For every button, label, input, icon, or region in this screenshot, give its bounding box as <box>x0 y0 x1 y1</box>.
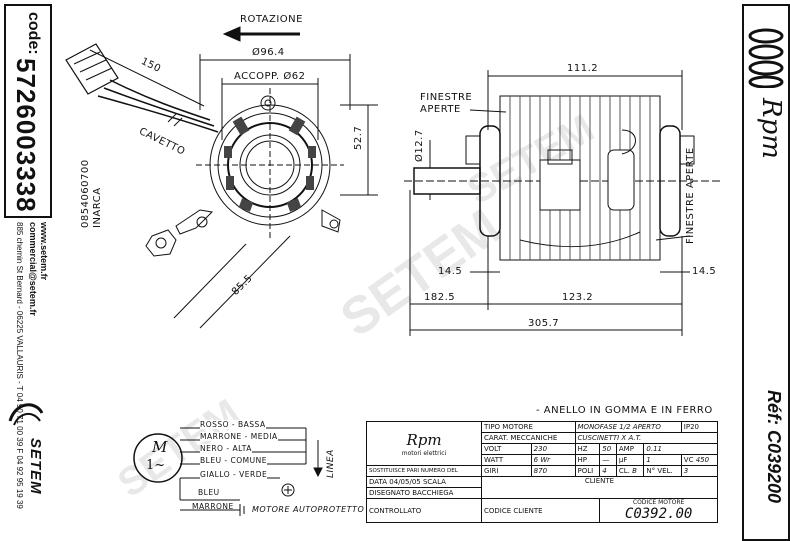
codice-motore-cell: CODICE MOTORE C0392.00 <box>599 498 718 523</box>
left-sidebar: code: 5726003338 www.setem.fr commercial… <box>0 0 52 541</box>
dim-305-7: 305.7 <box>528 318 560 329</box>
data-cell: DATA 04/05/05 SCALA <box>366 476 482 488</box>
codice-motore-value: C0392.00 <box>624 506 693 522</box>
wire-nero: NERO - ALTA <box>200 444 252 453</box>
front-view-drawing <box>65 26 378 329</box>
volt-label: VOLT <box>481 443 532 455</box>
ref-panel: Rpm Réf: C039200 <box>742 4 790 541</box>
setem-brand: SETEM <box>27 438 44 495</box>
note: - ANELLO IN GOMMA E IN FERRO <box>536 405 713 416</box>
wire-rosso: ROSSO - BASSA <box>200 420 266 429</box>
protected-label: MOTORE AUTOPROTETTO <box>252 505 365 514</box>
email[interactable]: commercial@setem.fr <box>28 222 38 316</box>
rpm-brand: Rpm <box>756 98 786 159</box>
uf-label: µF <box>615 454 645 466</box>
address: 885 chemin St Bernard - 06225 VALLAURIS … <box>15 222 24 509</box>
code-box: code: 5726003338 <box>4 4 52 218</box>
ref-code: Réf: C039200 <box>764 390 784 504</box>
wire-extra-bleu: BLEU <box>198 488 220 497</box>
wire-marrone: MARRONE - MEDIA <box>200 432 278 441</box>
wire-extra-marrone: MARRONE <box>192 502 234 511</box>
rpm-coil-logo <box>746 28 786 89</box>
part-maker: INARCA <box>92 187 103 228</box>
giri-value: 870 <box>530 465 576 477</box>
dim-shaft-diameter: Ø12.7 <box>414 129 425 162</box>
title-table: Rpm motori elettrici TIPO MOTORE MONOFAS… <box>366 421 719 523</box>
carat-label: CARAT. MECCANICHE <box>481 432 576 444</box>
windows-left-label: FINESTRE APERTE <box>420 92 473 115</box>
disegnato-cell: DISEGNATO BACCHIEGA <box>366 487 482 499</box>
watt-value: 6 Wr <box>530 454 576 466</box>
watt-label: WATT <box>481 454 532 466</box>
ip-value: IP20 <box>680 421 719 433</box>
uf-value: 1 <box>643 454 682 466</box>
line-label: LINEA <box>326 449 336 478</box>
motor-symbol: M <box>152 438 168 456</box>
rpm-logo-text: Rpm <box>406 430 442 449</box>
code-label: code: <box>25 12 42 55</box>
tipo-motore-value: MONOFASE 1/2 APERTO <box>574 421 682 433</box>
carat-value: CUSCINETTI X A.T. <box>574 432 719 444</box>
dim-14-5-left: 14.5 <box>438 266 463 277</box>
side-view-drawing <box>404 70 720 336</box>
codice-cliente-label: CODICE CLIENTE <box>480 498 601 523</box>
dim-height: 52.7 <box>353 125 364 150</box>
hz-value: 50 <box>599 443 617 455</box>
sostituisce-label: SOSTITUISCE PARI NUMERO DEL <box>366 465 482 477</box>
wire-giallo-verde: GIALLO - VERDE <box>200 470 268 479</box>
cliente-label: CLIENTE <box>481 476 718 499</box>
poli-label: POLI <box>574 465 601 477</box>
dim-length: 111.2 <box>567 63 599 74</box>
code-value: 5726003338 <box>11 58 41 213</box>
amp-value: 0.11 <box>643 443 718 455</box>
rotation-label: ROTAZIONE <box>240 14 303 25</box>
phase-symbol: 1~ <box>146 458 166 473</box>
amp-label: AMP <box>615 443 645 455</box>
rpm-logo-sub: motori elettrici <box>401 449 447 457</box>
tipo-motore-label: TIPO MOTORE <box>481 421 576 433</box>
poli-value: 4 <box>599 465 617 477</box>
codice-motore-label: CODICE MOTORE <box>632 499 685 506</box>
cl-cell: CL. B <box>615 465 645 477</box>
hp-label: HP <box>574 454 601 466</box>
part-number: 0854060700 <box>80 159 91 228</box>
dim-14-5-right: 14.5 <box>692 266 717 277</box>
hp-value: — <box>599 454 617 466</box>
website[interactable]: www.setem.fr <box>39 222 49 281</box>
hz-label: HZ <box>574 443 601 455</box>
vc-cell: VC 450 <box>680 454 719 466</box>
wire-bleu: BLEU - COMUNE <box>200 456 267 465</box>
dim-182-5: 182.5 <box>424 292 456 303</box>
giri-label: GIRI <box>481 465 532 477</box>
vel-value: 3 <box>680 465 719 477</box>
controllato-label: CONTROLLATO <box>366 498 482 523</box>
windows-right-label: FINESTRE APERTE <box>685 147 696 244</box>
dim-coupling: ACCOPP. Ø62 <box>234 71 306 82</box>
vel-label: N° VEL. <box>643 465 682 477</box>
volt-value: 230 <box>530 443 576 455</box>
title-block: Rpm motori elettrici TIPO MOTORE MONOFAS… <box>366 421 719 533</box>
rpm-logo-cell: Rpm motori elettrici <box>366 421 482 466</box>
dim-outer-diameter: Ø96.4 <box>252 47 285 58</box>
setem-logo <box>6 395 46 431</box>
dim-123-2: 123.2 <box>562 292 594 303</box>
